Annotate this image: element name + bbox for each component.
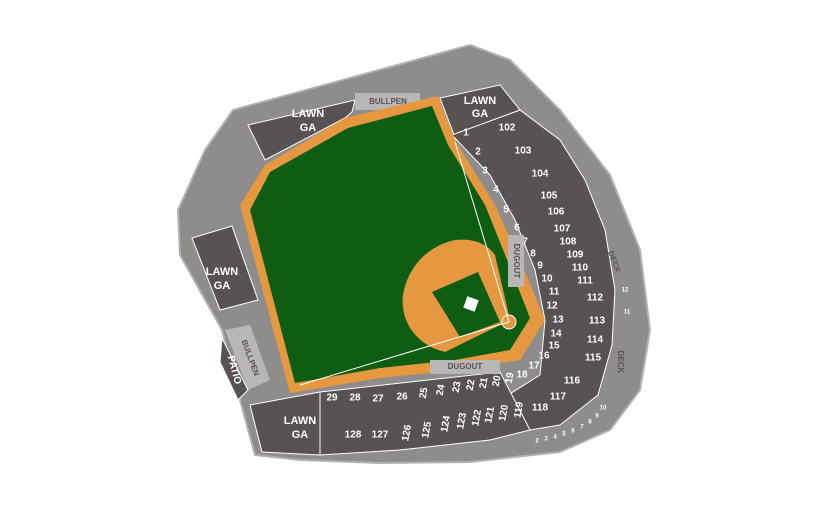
bullpen-top-label: BULLPEN [369,97,407,106]
lawn-left-label-2: GA [214,280,231,292]
section-105[interactable]: 105 [541,191,558,202]
foul-line-third [299,321,510,386]
box-right-12[interactable]: 12 [622,288,629,294]
section-120[interactable]: 120 [497,403,511,422]
bullpen-left-box [225,325,270,390]
section-5[interactable]: 5 [503,205,509,216]
section-106[interactable]: 106 [548,207,565,218]
section-125[interactable]: 125 [420,420,434,439]
section-15[interactable]: 15 [548,341,560,352]
section-12[interactable]: 12 [546,301,558,312]
section-122[interactable]: 122 [470,408,484,427]
box-bottom-2[interactable]: 2 [535,439,539,445]
section-11[interactable]: 11 [549,287,560,298]
section-16[interactable]: 16 [538,351,550,362]
box-bottom-8[interactable]: 8 [588,420,592,426]
section-114[interactable]: 114 [587,335,604,346]
section-14[interactable]: 14 [550,329,562,340]
dugout-right-label: DUGOUT [512,244,521,279]
section-113[interactable]: 113 [589,316,606,327]
section-3[interactable]: 3 [482,166,488,177]
lawn-bottom-label-2: GA [292,429,309,441]
section-29[interactable]: 29 [326,393,338,404]
section-119[interactable]: 119 [512,401,526,419]
box-bottom-4[interactable]: 4 [553,435,557,441]
section-26[interactable]: 26 [396,392,408,403]
patio-area[interactable] [219,336,249,401]
section-19[interactable]: 19 [504,371,517,384]
section-17[interactable]: 17 [528,361,540,372]
section-124[interactable]: 124 [439,414,453,433]
section-22[interactable]: 22 [465,378,478,391]
section-24[interactable]: 24 [435,383,448,396]
section-116[interactable]: 116 [564,376,581,387]
section-1[interactable]: 1 [463,128,469,139]
section-112[interactable]: 112 [587,293,604,304]
section-4[interactable]: 4 [493,185,499,196]
section-103[interactable]: 103 [515,146,532,157]
section-107[interactable]: 107 [554,224,571,235]
section-9[interactable]: 9 [537,261,543,272]
section-121[interactable]: 121 [483,405,497,424]
foul-line-first [454,141,510,323]
deck-side-label: DECK [616,351,625,374]
section-10[interactable]: 10 [541,274,553,285]
box-right-11[interactable]: 11 [624,310,631,316]
box-bottom-6[interactable]: 6 [571,429,575,435]
box-bottom-9[interactable]: 9 [595,414,599,420]
section-111[interactable]: 111 [577,276,593,287]
lawn-left-label-1: LAWN [206,266,238,278]
section-117[interactable]: 117 [550,392,567,403]
lawn-top-area[interactable] [247,99,356,161]
section-109[interactable]: 109 [567,250,584,261]
section-110[interactable]: 110 [572,263,589,274]
section-102[interactable]: 102 [499,123,516,134]
dugout-bottom-box [430,360,500,374]
box-bottom-5[interactable]: 5 [562,432,566,438]
section-28[interactable]: 28 [349,393,361,404]
section-8[interactable]: 8 [530,249,536,260]
section-labels: 1234567891011121314151617181920212223242… [326,123,630,445]
section-126[interactable]: 126 [400,423,414,442]
pitchers-mound [463,296,479,312]
section-108[interactable]: 108 [560,237,577,248]
section-23[interactable]: 23 [451,380,464,393]
box-bottom-10[interactable]: 10 [600,406,607,412]
section-25[interactable]: 25 [418,386,431,399]
section-104[interactable]: 104 [532,169,549,180]
lawn-right-label-2: GA [472,108,489,120]
section-123[interactable]: 123 [455,411,469,430]
dugout-bottom-label: DUGOUT [448,362,483,371]
lawn-bottom-label-1: LAWN [284,415,316,427]
section-18[interactable]: 18 [516,370,528,381]
section-20[interactable]: 20 [491,374,504,387]
upper-right-band [451,109,616,431]
section-128[interactable]: 128 [345,430,362,441]
lawn-top-label-1: LAWN [292,108,324,120]
section-13[interactable]: 13 [552,315,564,326]
lawn-right-label-1: LAWN [464,95,496,107]
section-6[interactable]: 6 [514,223,520,234]
section-27[interactable]: 27 [372,394,384,405]
lawn-left-area[interactable] [191,225,259,311]
section-7[interactable]: 7 [522,237,528,248]
box-bottom-7[interactable]: 7 [580,425,584,431]
section-2[interactable]: 2 [475,147,481,158]
section-127[interactable]: 127 [372,430,389,441]
box-bottom-3[interactable]: 3 [544,437,548,443]
section-115[interactable]: 115 [585,353,602,364]
section-118[interactable]: 118 [532,403,549,414]
dugout-right-box [508,235,524,287]
section-21[interactable]: 21 [478,376,491,389]
lawn-top-label-2: GA [300,122,317,134]
